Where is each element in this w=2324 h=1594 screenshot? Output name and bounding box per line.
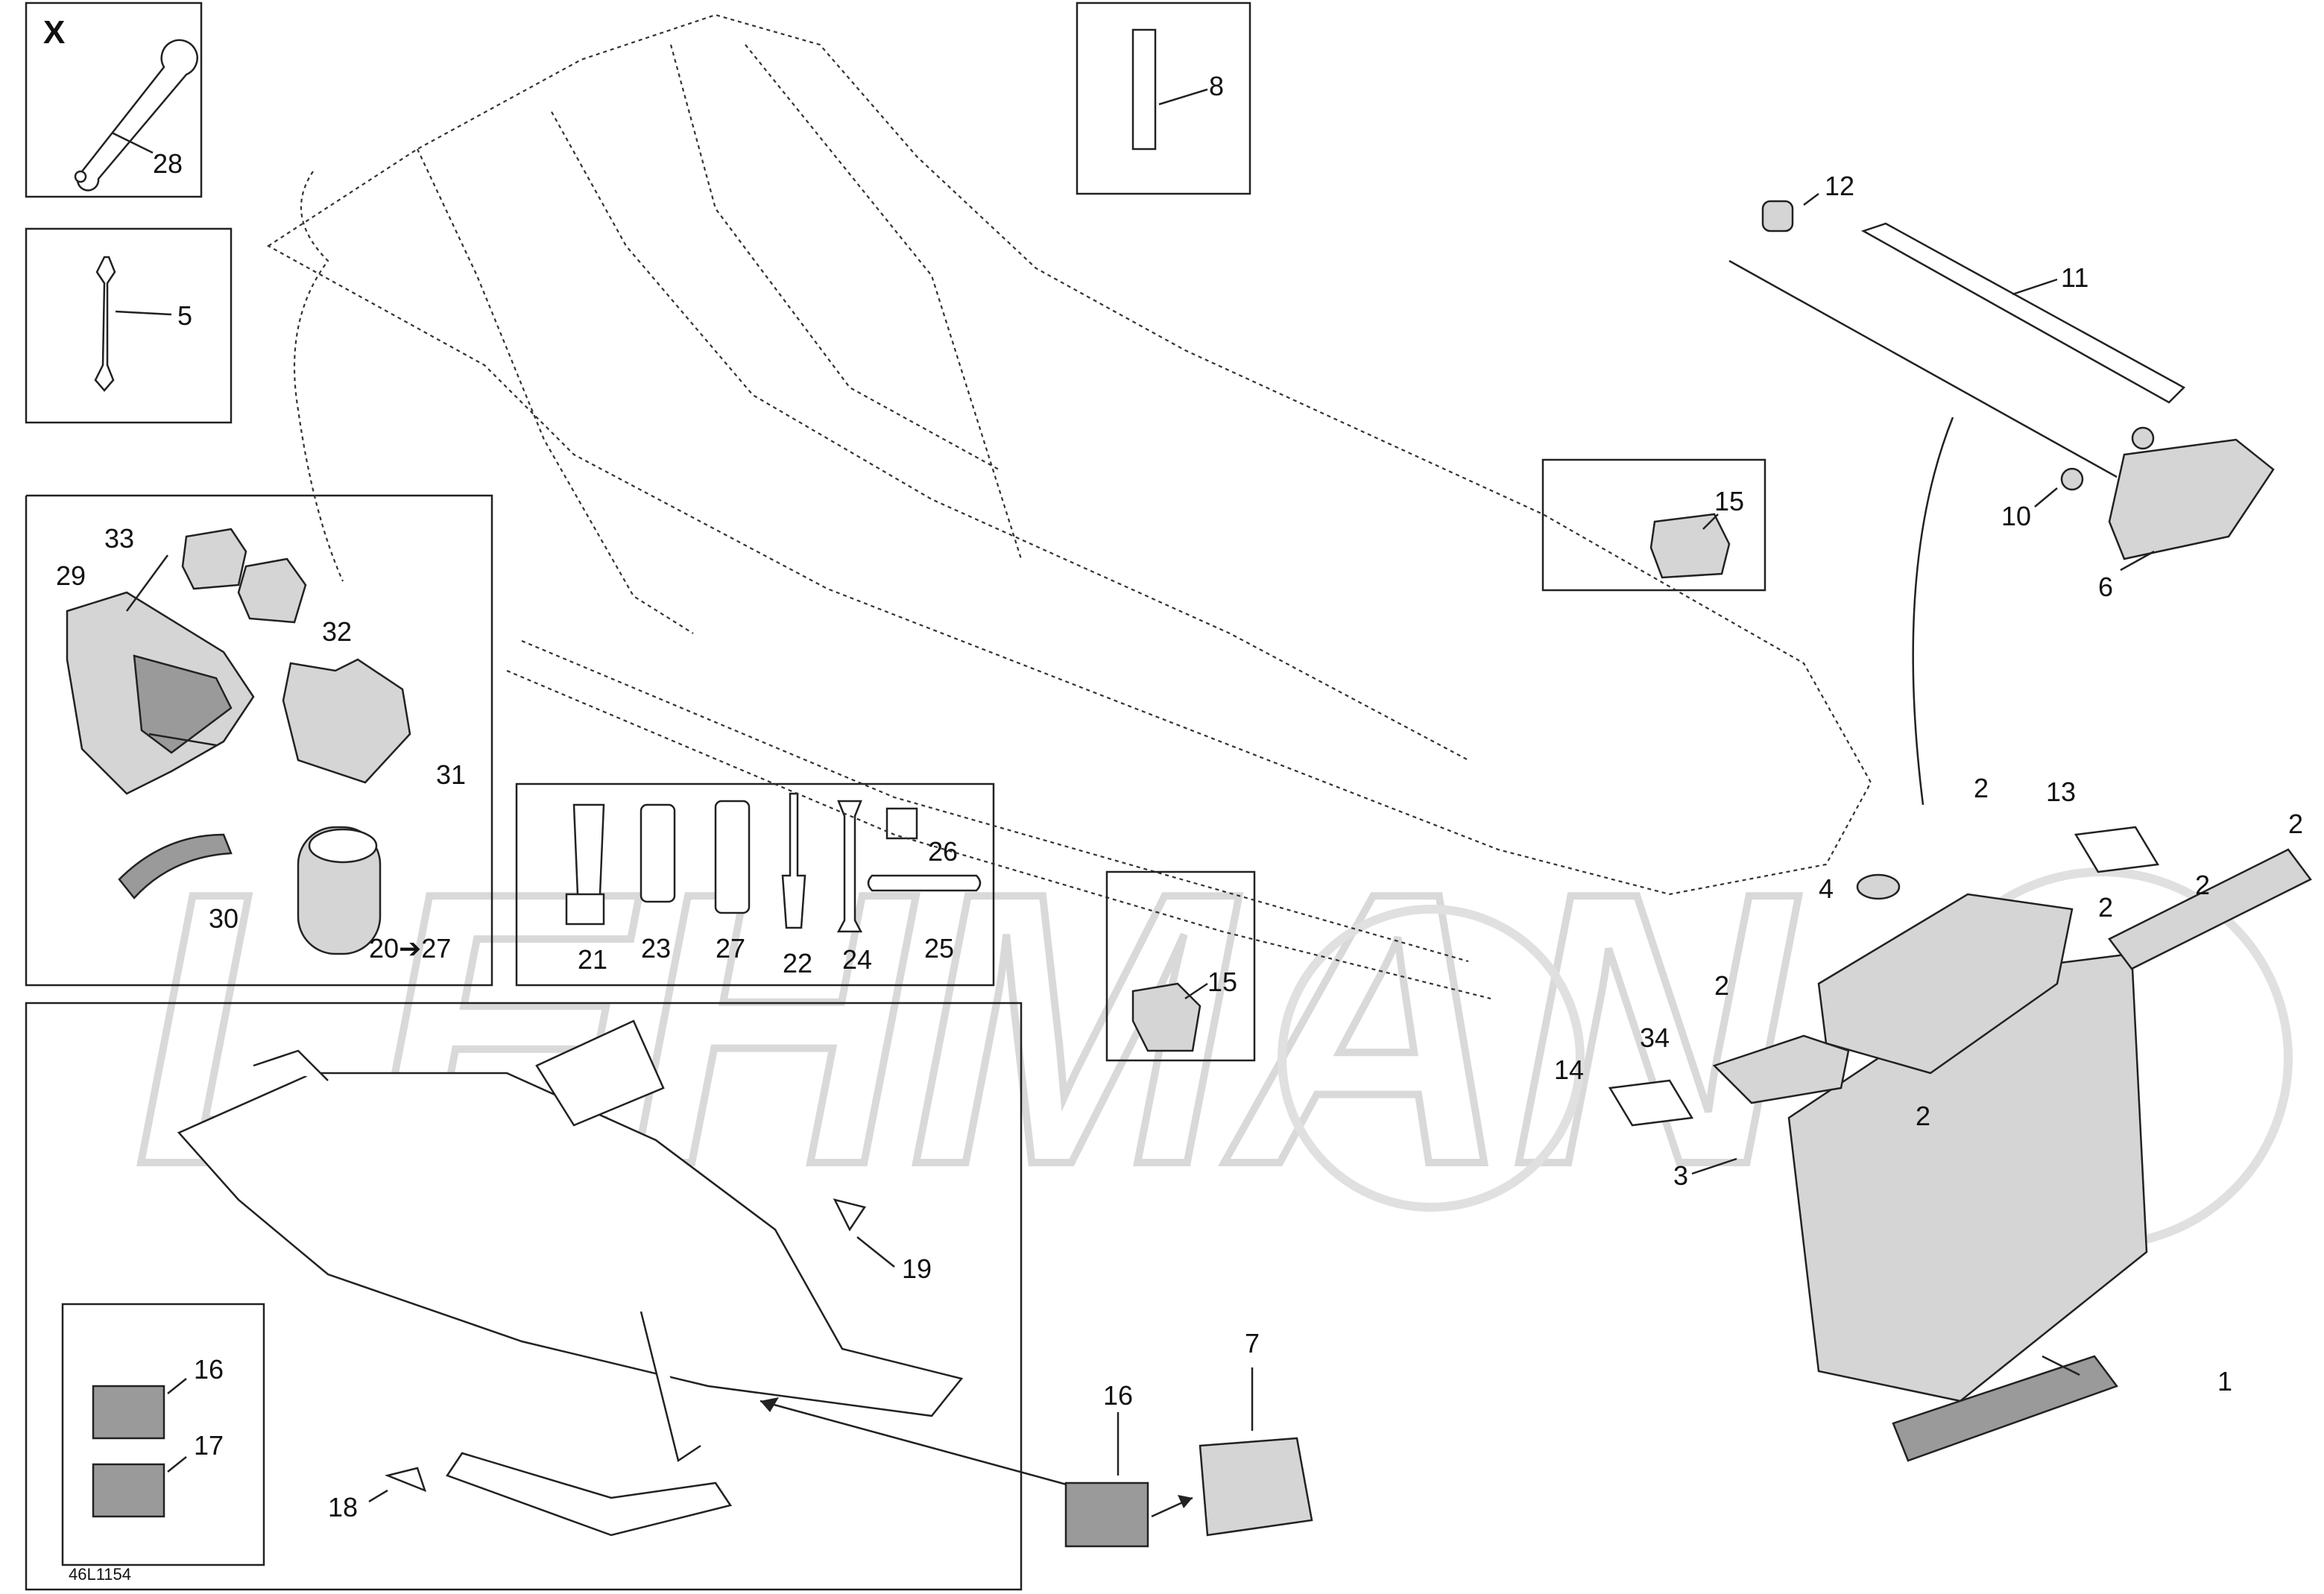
connector-12 — [1761, 200, 1794, 233]
callout-10: 10 — [2001, 501, 2031, 531]
callout-15-top: 15 — [1714, 486, 1744, 516]
callout-16-b: 16 — [1103, 1380, 1133, 1411]
cap-15-top — [1649, 513, 1731, 579]
callout-5: 5 — [177, 300, 192, 331]
callout-1: 1 — [2217, 1366, 2232, 1397]
callout-31: 31 — [436, 759, 466, 790]
callout-16-a: 16 — [194, 1354, 224, 1385]
callout-4: 4 — [1819, 873, 1834, 904]
callout-15-bottom: 15 — [1207, 967, 1237, 997]
callout-2-a: 2 — [1974, 773, 1989, 803]
cap-15-bottom — [1131, 982, 1202, 1052]
callout-2-e: 2 — [1714, 970, 1729, 1001]
spanner-wrench-icon — [76, 39, 198, 192]
callout-20: 20 — [369, 933, 399, 964]
socket-23 — [640, 803, 676, 903]
callout-6: 6 — [2098, 572, 2113, 602]
strap-30 — [118, 833, 233, 899]
callout-7: 7 — [1245, 1328, 1260, 1359]
rod-25 — [867, 874, 982, 892]
callout-29: 29 — [56, 560, 86, 591]
callout-26: 26 — [928, 836, 958, 867]
tool-box-wrench-5: 5 — [25, 227, 233, 424]
label-14 — [1608, 1079, 1694, 1127]
callout-2-b: 2 — [2288, 809, 2303, 839]
part-8-box: 8 — [1076, 1, 1251, 195]
decal-17 — [92, 1463, 165, 1518]
callout-13: 13 — [2046, 777, 2076, 807]
snowmobile-box: 19 18 16 17 46L1154 — [25, 1002, 1089, 1591]
bracket-34 — [1712, 1034, 1850, 1104]
plug-4 — [1856, 873, 1901, 900]
parts-16-7: 16 7 — [1064, 1328, 1313, 1548]
callout-3: 3 — [1673, 1160, 1688, 1191]
callout-24: 24 — [842, 944, 872, 975]
callout-30: 30 — [209, 903, 239, 934]
screwdriver-22 — [781, 792, 806, 929]
callout-2-f: 2 — [1916, 1101, 1930, 1131]
callout-8: 8 — [1209, 71, 1224, 101]
callout-17: 17 — [194, 1430, 224, 1461]
callout-25: 25 — [924, 933, 954, 964]
callout-27: 27 — [716, 933, 745, 964]
side-bracket — [2108, 848, 2312, 970]
wrench-24 — [836, 800, 863, 933]
reflector-18 — [384, 1467, 427, 1493]
pouch-7 — [1199, 1437, 1313, 1537]
callout-28: 28 — [153, 148, 183, 179]
callout-11: 11 — [2061, 262, 2088, 293]
tool-kit-box: 21 23 27 22 24 25 26 — [515, 782, 995, 987]
part-15-box-bottom: 15 — [1105, 870, 1256, 1062]
taillight-assembly: 12 11 10 6 — [1728, 171, 2275, 806]
callout-14: 14 — [1554, 1054, 1584, 1085]
callout-20-27: 20➔27 — [369, 933, 451, 964]
socket-27 — [714, 800, 751, 914]
callout-32: 32 — [322, 616, 352, 647]
tool-box-wrench-28: X 28 — [25, 1, 203, 198]
callout-12: 12 — [1825, 171, 1854, 201]
part-15-box-top: 15 — [1541, 458, 1766, 592]
arrow-icon: ➔ — [399, 933, 421, 964]
grommet-10 — [2060, 467, 2084, 491]
decal-sheet-16 — [1064, 1481, 1149, 1548]
callout-19: 19 — [902, 1253, 932, 1284]
snowmobile-body — [177, 1072, 964, 1417]
deflector — [1817, 893, 2074, 1075]
decal-16 — [92, 1385, 165, 1440]
chassis-frame — [266, 13, 1872, 1000]
reflector-19 — [833, 1198, 867, 1232]
spark-plug-wrench-21 — [565, 803, 605, 926]
windshield — [535, 1019, 665, 1127]
callout-33: 33 — [104, 523, 134, 554]
callout-23: 23 — [641, 933, 671, 964]
clip-26 — [885, 807, 918, 840]
callout-18: 18 — [328, 1492, 358, 1522]
tool-kit-marker: X — [43, 14, 65, 51]
drawing-code: 46L1154 — [69, 1565, 131, 1584]
callout-27-range: 27 — [421, 933, 451, 964]
cover-strip-11 — [1860, 222, 2186, 404]
open-end-wrench-icon — [94, 256, 116, 392]
callout-2-d: 2 — [2195, 870, 2210, 900]
foam-block-33 — [181, 528, 247, 590]
foam-insert-31 — [282, 658, 411, 784]
foam-block-32 — [237, 557, 307, 624]
tool-bag-box: 33 29 32 31 30 20➔27 — [25, 494, 493, 987]
callout-22: 22 — [783, 948, 812, 978]
ski-front — [446, 1452, 733, 1537]
callout-21: 21 — [578, 944, 607, 975]
callout-34: 34 — [1640, 1022, 1670, 1053]
callout-2-c: 2 — [2098, 892, 2113, 923]
taillight-6 — [2108, 438, 2275, 560]
bracket-8 — [1131, 28, 1157, 151]
mudflap-assembly: 1 2 2 2 2 2 2 3 4 13 14 34 — [1554, 773, 2312, 1462]
label-13 — [2074, 826, 2160, 873]
